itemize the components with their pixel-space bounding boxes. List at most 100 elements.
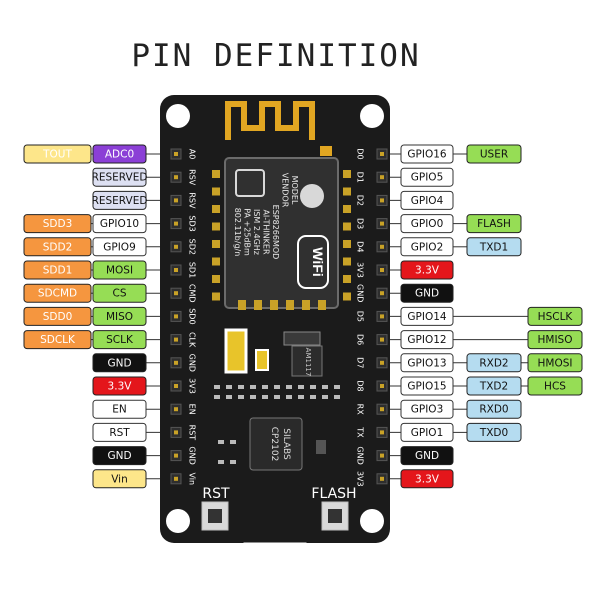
badge-background <box>92 283 147 303</box>
pin-badge: SDD1 <box>23 260 92 280</box>
badge-background <box>92 330 147 350</box>
board-pin-label-left: SD1 <box>188 262 197 278</box>
board-pin-label-right: D1 <box>356 172 365 183</box>
smd-resistor <box>298 385 304 389</box>
board-pin-label-left: 3V3 <box>188 378 197 394</box>
badge-text: 3.3V <box>415 473 440 485</box>
pin-contact <box>380 291 384 296</box>
pin-badge: 3.3V <box>92 376 147 396</box>
pin-badge: FLASH <box>466 214 522 234</box>
page-title: PIN DEFINITION <box>131 38 421 74</box>
pin-badge: GND <box>92 446 147 466</box>
module-pad <box>212 275 220 283</box>
pin-contact <box>174 198 178 203</box>
pin-contact <box>174 175 178 180</box>
module-pad <box>302 300 310 310</box>
pin-badge: GND <box>400 283 454 303</box>
badge-background <box>92 376 147 396</box>
badge-text: HCS <box>544 381 566 393</box>
pin-badge: RST <box>92 422 147 442</box>
smd-components <box>214 385 340 464</box>
module-pad <box>212 170 220 178</box>
board-pin-label-right: D5 <box>356 311 365 322</box>
smd-diode <box>316 440 326 454</box>
badge-background <box>527 353 583 373</box>
flash-button-label: FLASH <box>311 486 356 502</box>
pin-contact <box>380 152 384 156</box>
module-pad <box>343 292 351 301</box>
smd-resistor <box>322 385 328 389</box>
pin-contact <box>174 384 178 388</box>
badge-background <box>466 214 522 234</box>
pin-contact <box>174 268 178 272</box>
badge-background <box>23 306 92 326</box>
badge-text: HSCLK <box>538 311 574 323</box>
pin-contact <box>174 430 178 435</box>
pin-badge: GPIO9 <box>92 237 147 257</box>
badge-text: MOSI <box>106 265 133 277</box>
pin-contact <box>174 221 178 226</box>
mount-hole-bottom-right <box>360 509 384 533</box>
chip-marking: MODEL <box>290 176 299 205</box>
pin-badge: TXD1 <box>466 237 522 257</box>
module-pad <box>343 170 351 178</box>
pin-contact <box>380 360 384 365</box>
pin-badge: RXD0 <box>466 399 522 419</box>
usb-uart-chip <box>249 417 303 471</box>
badge-background <box>400 306 454 326</box>
board-pin-label-left: CLK <box>188 332 197 348</box>
badge-text: TXD1 <box>479 241 508 253</box>
smd-resistor <box>218 440 224 444</box>
chip-marking: AI-THINKER <box>262 209 271 255</box>
badge-text: MISO <box>106 311 133 323</box>
pin-contact <box>380 453 384 458</box>
badge-text: Vin <box>111 473 128 485</box>
badge-background <box>92 306 147 326</box>
pin-badge: TOUT <box>23 144 92 164</box>
badge-text: GPIO5 <box>411 172 444 184</box>
badge-background <box>400 422 454 442</box>
badge-text: GPIO12 <box>407 334 446 346</box>
badge-text: CS <box>113 288 127 300</box>
badge-text: SCLK <box>106 334 134 346</box>
badge-text: 3.3V <box>415 265 440 277</box>
badge-background <box>400 237 454 257</box>
smd-resistor <box>230 440 236 444</box>
pin-contact <box>380 314 384 319</box>
module-pad <box>212 222 220 231</box>
pin-contact <box>380 407 384 412</box>
pin-badge: GPIO13 <box>400 353 454 373</box>
module-pad <box>238 300 246 310</box>
badge-text: SDD0 <box>43 311 73 323</box>
badge-background <box>400 469 454 489</box>
badge-background <box>23 144 92 164</box>
chip-marking: ISM 2.4GHz <box>252 209 261 255</box>
badge-background <box>92 422 147 442</box>
board-pin-label-right: D8 <box>356 380 365 391</box>
pin-badge: GPIO14 <box>400 306 454 326</box>
smd-resistor <box>238 395 244 399</box>
smd-resistor <box>238 385 244 389</box>
rst-button-label: RST <box>202 486 230 502</box>
smd-resistor <box>214 395 220 399</box>
module-pad <box>286 300 294 310</box>
smd-resistor <box>310 395 316 399</box>
badge-text: GND <box>107 357 131 369</box>
badge-text: GPIO2 <box>411 241 444 253</box>
badge-text: SDD1 <box>43 265 73 277</box>
badge-text: SDCMD <box>38 288 77 300</box>
pin-badge: MOSI <box>92 260 147 280</box>
board-pin-label-left: RST <box>188 425 197 441</box>
badge-text: GPIO1 <box>411 427 444 439</box>
board-pin-label-right: 3V3 <box>356 471 365 487</box>
pin-badge: GPIO10 <box>92 214 147 234</box>
pin-badge: GPIO15 <box>400 376 454 396</box>
smd-resistor <box>214 385 220 389</box>
pin-badge: GPIO3 <box>400 399 454 419</box>
pin-contact <box>174 337 178 342</box>
badge-text: 3.3V <box>108 381 133 393</box>
pin-contact <box>174 314 178 319</box>
mount-hole-top-left <box>166 104 190 128</box>
